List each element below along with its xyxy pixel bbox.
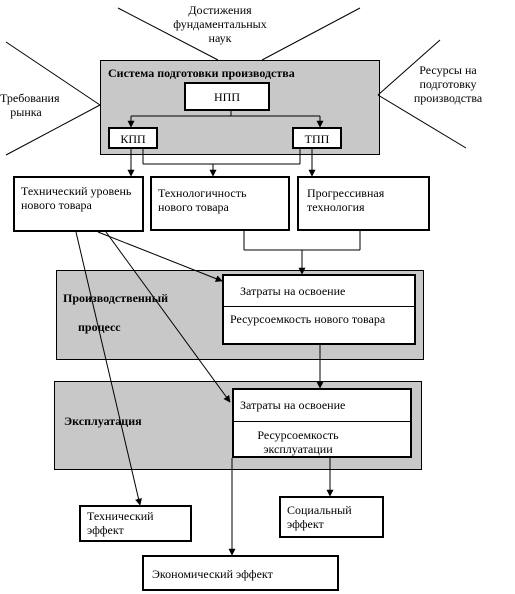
production-cost-label: Затраты на освоение (240, 284, 346, 298)
outer-line-left-bottom (5, 104, 101, 156)
npp-box: НПП (184, 82, 270, 111)
outer-line-right-top (377, 39, 441, 96)
kpp-box: КПП (108, 127, 158, 149)
economic-effect-box: Экономический эффект (142, 555, 339, 591)
production-detail-box: Затраты на освоение Ресурсоемкость новог… (222, 274, 416, 345)
system-title: Система подготовки производства (108, 66, 295, 80)
operation-divider (234, 421, 410, 422)
resources-label: Ресурсы на подготовку производства (413, 63, 483, 105)
production-title-line2: процесс (78, 320, 121, 334)
operation-cost-label: Затраты на освоение (240, 398, 346, 412)
outer-line-right-bottom (377, 94, 467, 149)
tech-level-box: Технический уровень нового товара (13, 176, 144, 232)
operation-detail-box: Затраты на освоение Ресурсоемкость экспл… (232, 388, 412, 458)
operation-title: Эксплуатация (64, 414, 142, 428)
progressive-tech-box: Прогрессивная технология (297, 176, 430, 231)
production-divider (224, 306, 414, 307)
outer-line-top-right (261, 7, 361, 61)
tech-effect-box: Технический эффект (79, 505, 192, 542)
manufacturability-box: Технологичность нового товара (150, 176, 290, 231)
social-effect-box: Социальный эффект (279, 496, 384, 538)
tpp-box: ТПП (292, 127, 342, 149)
market-requirements-label: Требования рынка (0, 91, 60, 119)
outer-line-top-left (117, 7, 219, 61)
fundamental-science-label: Достижения фундаментальных наук (173, 3, 267, 45)
production-resource-label: Ресурсоемкость нового товара (230, 312, 386, 326)
operation-resource-label: Ресурсоемкость эксплуатации (257, 428, 339, 456)
outer-line-left-top (5, 41, 101, 106)
production-title-line1: Производственный (63, 291, 169, 305)
